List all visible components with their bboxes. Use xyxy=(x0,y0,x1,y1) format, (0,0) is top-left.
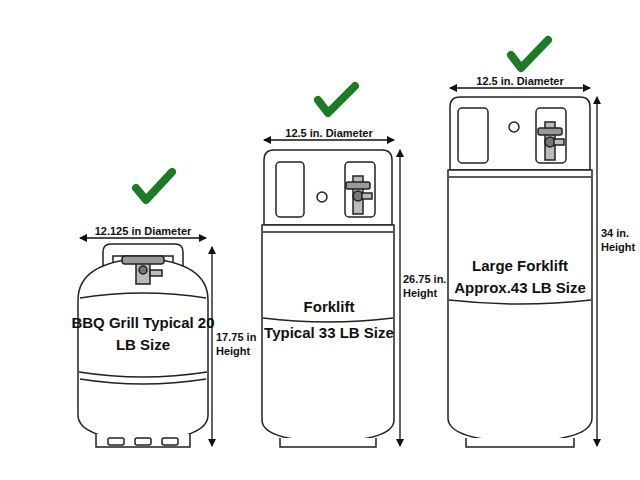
check-mark xyxy=(136,40,548,200)
tank-label-box: ForkliftTypical 33 LB Size xyxy=(258,290,400,350)
dimension-label: 12.5 in. Diameter xyxy=(448,74,592,88)
dimension-label: 26.75 in. Height xyxy=(403,272,449,301)
dimension-label: 34 in. Height xyxy=(601,226,637,255)
tank-size-text: BBQ Grill Typical 20 LB Size xyxy=(70,312,216,356)
tank-label-box: Large Forklift Approx.43 LB Size xyxy=(444,250,596,304)
dimension-label: 12.125 in Diameter xyxy=(76,224,210,238)
dimension-label: 17.75 in Height xyxy=(216,330,260,359)
dimension-label: 12.5 in. Diameter xyxy=(262,126,396,140)
tank-size-text: Forklift xyxy=(304,296,355,318)
tank-label-box: BBQ Grill Typical 20 LB Size xyxy=(70,308,216,360)
tank-size-text: Typical 33 LB Size xyxy=(264,322,394,344)
tank-size-text: Large Forklift Approx.43 LB Size xyxy=(444,255,596,299)
